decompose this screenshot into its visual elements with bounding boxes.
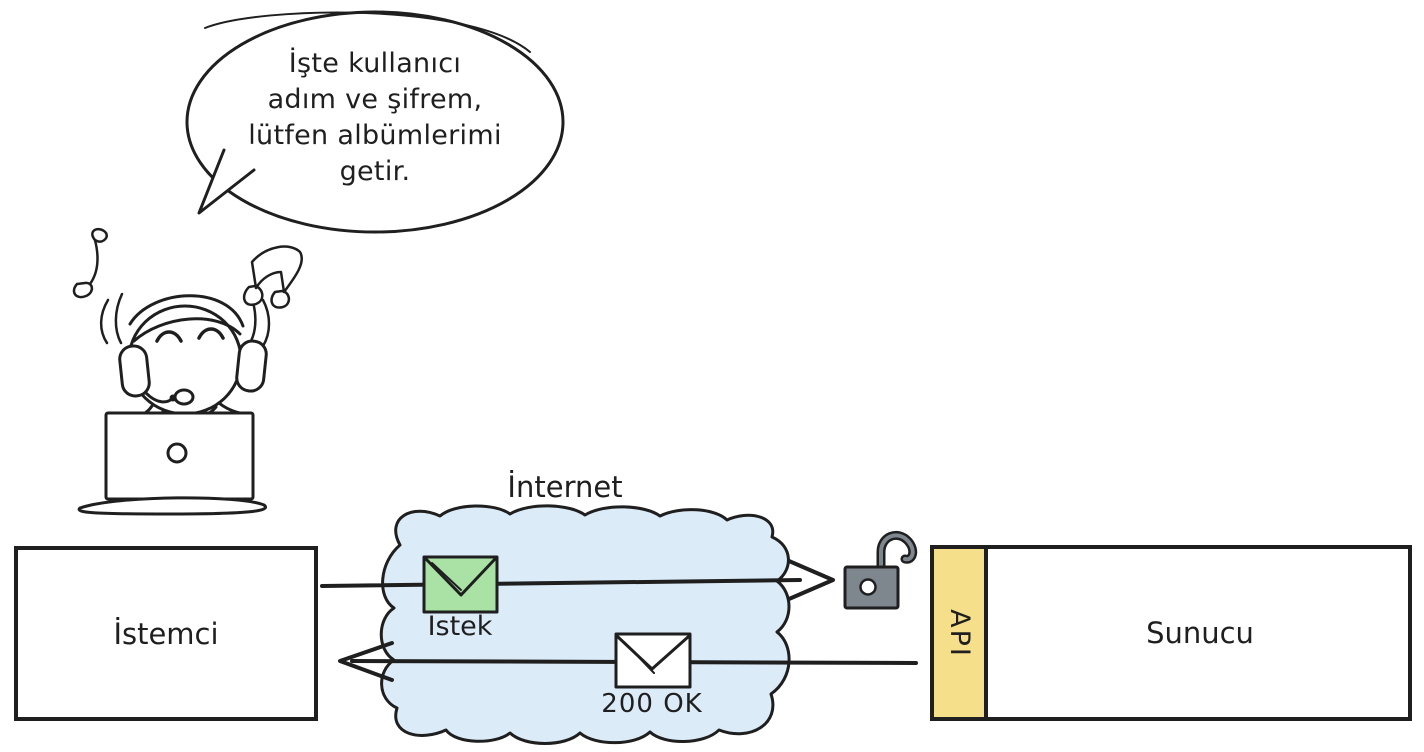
envelope-icon-white xyxy=(614,632,692,689)
server-box: API Sunucu xyxy=(930,545,1412,721)
api-label: API xyxy=(943,608,975,658)
server-label: Sunucu xyxy=(1146,616,1254,650)
open-padlock-icon xyxy=(843,530,918,610)
person-with-headset-icon xyxy=(118,294,268,421)
client-box: İstemci xyxy=(14,546,318,721)
request-label: İstek xyxy=(427,611,493,642)
response-label: 200 OK xyxy=(601,689,703,719)
client-label: İstemci xyxy=(113,616,219,651)
internet-label: İnternet xyxy=(507,470,623,504)
envelope-icon-green xyxy=(422,555,499,614)
speech-bubble xyxy=(185,10,565,234)
speech-bubble-text: İşte kullanıcı adım ve şifrem, lütfen al… xyxy=(248,48,502,187)
arrow-right xyxy=(320,559,835,601)
api-strip: API xyxy=(930,545,988,721)
music-notes-icon xyxy=(72,227,303,348)
laptop-icon xyxy=(77,411,267,516)
